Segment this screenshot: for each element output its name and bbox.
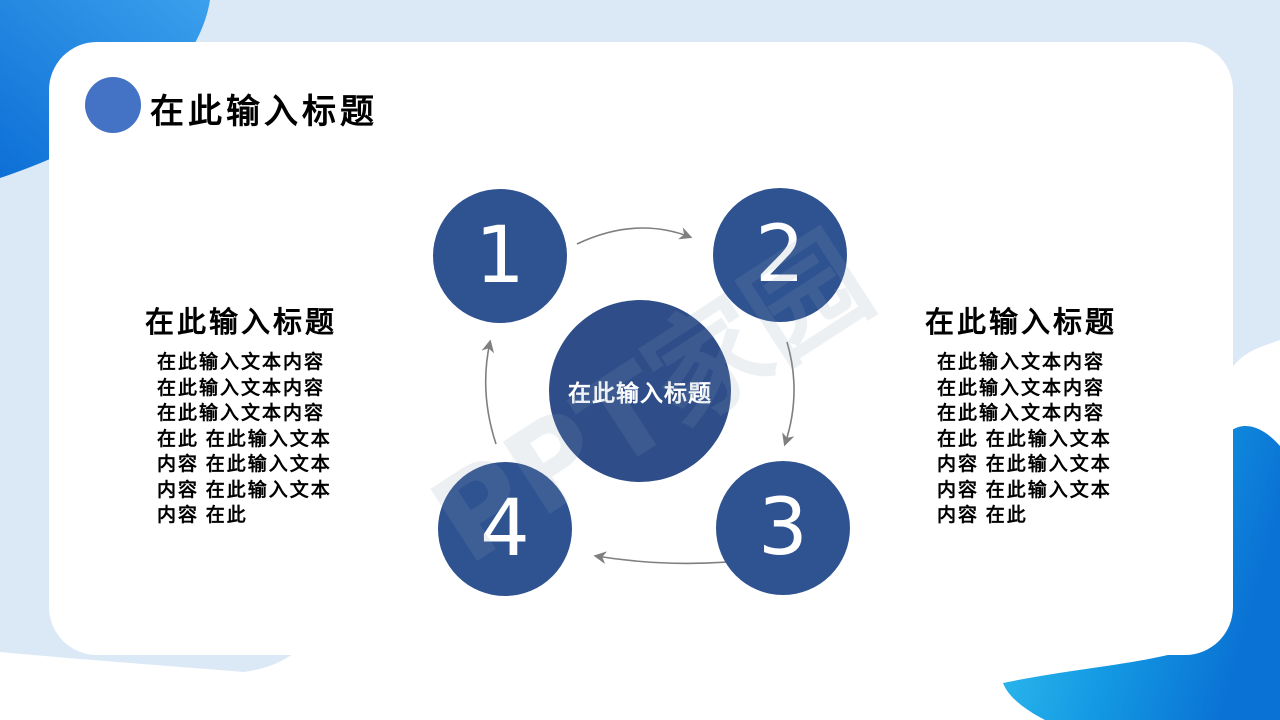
- step-number: 1: [475, 211, 525, 301]
- left-panel-line: 在此输入文本内容: [157, 403, 326, 424]
- step-number: 2: [755, 210, 805, 300]
- step-circle-1: 1: [433, 189, 567, 323]
- left-panel-line: 内容 在此输入文本: [157, 479, 332, 501]
- right-panel-line: 在此输入文本内容: [937, 352, 1106, 373]
- page-title: 在此输入标题: [150, 94, 378, 131]
- step-circle-3: 3: [716, 461, 850, 595]
- step-number: 3: [758, 483, 808, 573]
- title-bullet-circle: [85, 77, 141, 133]
- step-circle-2: 2: [713, 188, 847, 322]
- right-panel-heading: 在此输入标题: [925, 307, 1118, 339]
- step-circle-4: 4: [438, 462, 572, 596]
- left-panel-line: 在此输入文本内容: [157, 377, 326, 399]
- right-panel-line: 内容 在此: [937, 505, 1028, 526]
- right-panel-line: 内容 在此输入文本: [937, 454, 1112, 475]
- left-panel-body: 在此输入文本内容 在此输入文本内容 在此输入文本内容 在此 在此输入文本 内容 …: [157, 350, 332, 529]
- left-panel-heading: 在此输入标题: [145, 307, 338, 339]
- center-circle-label: 在此输入标题: [568, 381, 712, 406]
- left-panel-line: 内容 在此: [157, 505, 248, 526]
- center-circle: 在此输入标题: [549, 300, 731, 482]
- left-panel-line: 内容 在此输入文本: [157, 454, 332, 475]
- right-panel-line: 内容 在此输入文本: [937, 479, 1112, 501]
- left-panel-line: 在此输入文本内容: [157, 352, 326, 373]
- right-panel-line: 在此输入文本内容: [937, 403, 1106, 424]
- right-panel-line: 在此输入文本内容: [937, 377, 1106, 399]
- left-panel-line: 在此 在此输入文本: [157, 428, 332, 450]
- step-number: 4: [480, 484, 530, 574]
- right-panel-line: 在此 在此输入文本: [937, 428, 1112, 450]
- right-panel-body: 在此输入文本内容 在此输入文本内容 在此输入文本内容 在此 在此输入文本 内容 …: [937, 350, 1112, 529]
